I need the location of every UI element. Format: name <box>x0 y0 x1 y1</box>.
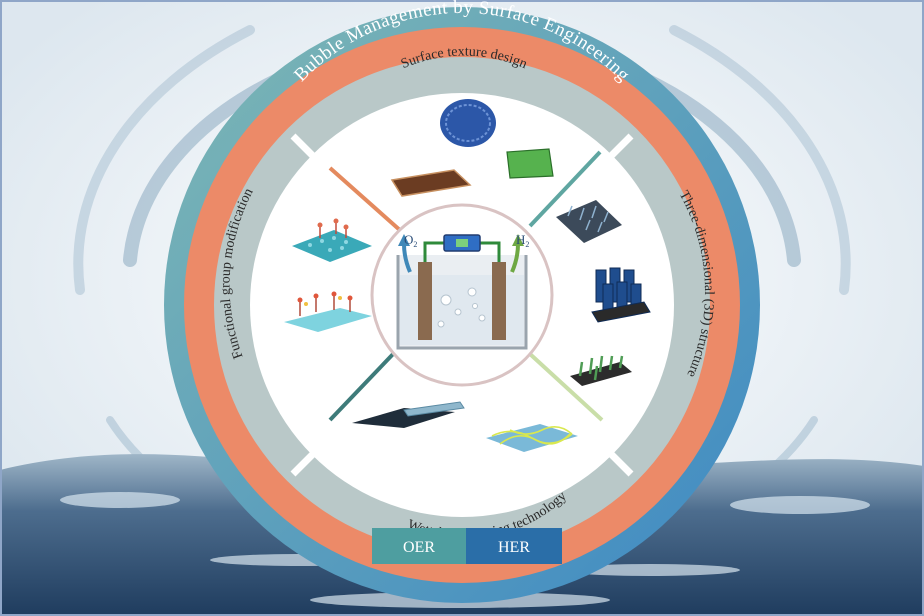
molecule-grid-image-1 <box>292 218 372 262</box>
oxygen-label: O2 <box>404 232 417 249</box>
oer-label: OER <box>403 539 435 556</box>
nanosheet-forest-image <box>570 355 632 386</box>
her-band <box>466 528 562 564</box>
oer-band <box>372 528 466 564</box>
her-label: HER <box>498 539 530 556</box>
inner-spokes <box>328 150 604 422</box>
ring-dividers <box>290 133 634 477</box>
nanotexture-disk-image <box>440 99 496 147</box>
functional-group-images <box>284 218 372 332</box>
green-mesh-image <box>506 148 554 179</box>
surface-texture-images <box>390 99 554 197</box>
wettability-images <box>352 401 578 452</box>
3d-structure-images <box>556 200 651 386</box>
electrolyzer-cell-icon <box>396 234 528 350</box>
tube-array-image <box>591 267 651 323</box>
hydrogen-label: H2 <box>516 232 529 249</box>
textured-sheet-image <box>390 169 472 197</box>
molecule-grid-image-2 <box>284 291 372 332</box>
